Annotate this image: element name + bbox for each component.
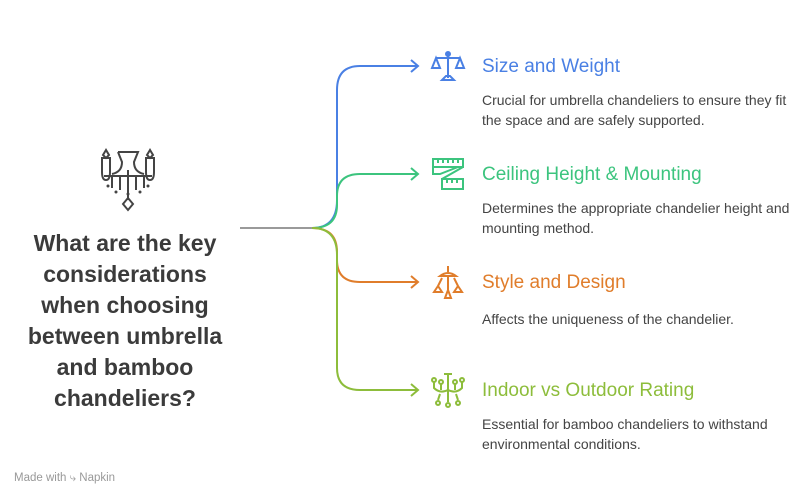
footer-watermark: Made with ⤷ Napkin bbox=[14, 472, 115, 485]
desc-ceiling-height: Determines the appropriate chandelier he… bbox=[482, 200, 790, 236]
napkin-logo-icon: ⤷ bbox=[69, 472, 77, 484]
desc-size-weight: Crucial for umbrella chandeliers to ensu… bbox=[482, 92, 787, 128]
measuring-tape-icon bbox=[432, 158, 464, 190]
branch-ceiling bbox=[311, 173, 418, 229]
branch-style bbox=[311, 227, 418, 283]
central-question: What are the key considerations when cho… bbox=[27, 230, 223, 411]
title-style-design: Style and Design bbox=[482, 272, 626, 293]
made-with-label: Made with bbox=[14, 472, 67, 484]
chandelier-icon bbox=[101, 148, 155, 212]
title-indoor-outdoor: Indoor vs Outdoor Rating bbox=[482, 380, 695, 401]
title-size-weight: Size and Weight bbox=[482, 56, 621, 77]
brand-label: Napkin bbox=[79, 472, 116, 484]
desc-style-design: Affects the uniqueness of the chandelier… bbox=[482, 311, 734, 327]
scale-icon bbox=[430, 51, 466, 81]
branch-size bbox=[311, 65, 418, 229]
desc-indoor-outdoor: Essential for bamboo chandeliers to with… bbox=[482, 416, 768, 452]
pendant-lamp-icon bbox=[432, 266, 464, 299]
title-ceiling-height: Ceiling Height & Mounting bbox=[482, 164, 702, 185]
chandelier-icon bbox=[431, 373, 465, 408]
branch-indoor bbox=[311, 227, 418, 391]
